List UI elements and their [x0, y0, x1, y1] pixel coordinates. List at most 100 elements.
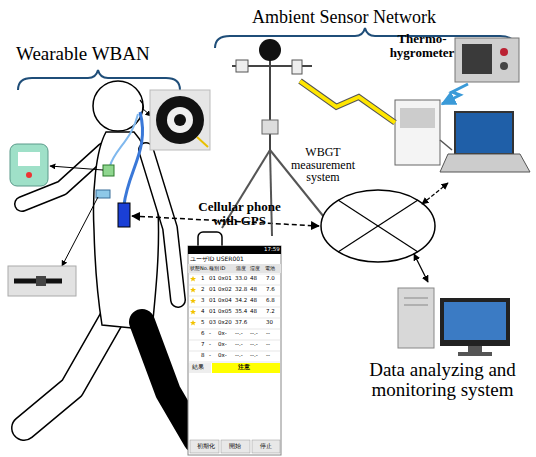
table-cell: 30	[266, 320, 273, 326]
table-cell: 03	[209, 320, 216, 326]
table-header: 種別	[209, 266, 219, 271]
node-heading: WBGT measurement system	[283, 146, 363, 184]
ear-sensor-ring	[167, 107, 193, 133]
table-cell: 0x05	[218, 309, 232, 315]
monitor-screen	[444, 302, 506, 340]
grid-line	[188, 351, 281, 352]
table-cell: 37.6	[235, 320, 247, 326]
node-heading: Data analyzing and monitoring system	[345, 360, 536, 400]
table-cell: 6.8	[266, 298, 275, 304]
table-cell: 5	[201, 320, 205, 326]
receiver-cable	[440, 140, 452, 150]
table-cell: 34.2	[235, 298, 247, 304]
hub-box	[118, 203, 130, 227]
table-cell: --	[266, 342, 270, 348]
button-label: 停止	[260, 444, 272, 450]
green-device-led	[26, 172, 32, 178]
curly-bracket	[18, 70, 180, 90]
network-cross	[338, 200, 418, 252]
node-heading: Cellular phone with GPS	[192, 200, 287, 227]
table-cell: -	[209, 331, 211, 337]
table-cell: 4	[201, 309, 205, 315]
grid-line	[188, 329, 281, 330]
tripod-pole	[269, 58, 271, 150]
table-cell: 01	[209, 287, 216, 293]
result-cell	[189, 363, 211, 373]
leg-outline	[24, 318, 112, 428]
ear-sensor-photo	[150, 90, 210, 150]
table-cell: --	[266, 331, 270, 337]
table-cell: 2	[201, 287, 205, 293]
table-cell: -	[209, 342, 211, 348]
wireless-bolt	[442, 84, 468, 104]
table-cell: 0x-	[218, 331, 227, 337]
result-value: 注意	[238, 365, 250, 371]
green-device-display	[18, 152, 40, 166]
table-cell: 0x20	[218, 320, 232, 326]
table-cell: 35.4	[235, 309, 247, 315]
monitor	[440, 298, 510, 346]
table-cell: 32.8	[235, 287, 247, 293]
status-bar	[188, 246, 281, 254]
status-star	[190, 320, 196, 326]
thermo-receiver: Thermo-hygrometer	[395, 100, 440, 165]
warning-bar	[212, 363, 280, 373]
header-row	[188, 264, 281, 273]
ear-sensor-wire	[197, 137, 208, 147]
table-cell: 7.2	[266, 309, 275, 315]
status-star	[190, 276, 196, 282]
table-cell: --.-	[250, 342, 258, 348]
status-star	[190, 309, 196, 315]
server-slot	[404, 305, 428, 306]
table-header: ID	[220, 266, 225, 271]
table-cell: 01	[209, 309, 216, 315]
table-cell: --.-	[250, 353, 258, 359]
table-header: 状態	[190, 266, 200, 271]
section-heading: Wearable WBAN	[16, 44, 150, 63]
thermo-circuit	[462, 44, 492, 74]
network-cloud	[321, 190, 435, 262]
grid-line	[188, 362, 281, 363]
table-cell: 48	[250, 298, 257, 304]
table-cell: -	[209, 353, 211, 359]
table-cell: 0x02	[218, 287, 232, 293]
black-globe	[259, 39, 281, 61]
connector-outline	[300, 81, 395, 123]
ear-sensor-core	[174, 114, 186, 126]
table-cell: 7.0	[266, 276, 275, 282]
server-slot	[404, 298, 428, 299]
grid-line	[188, 285, 281, 286]
wireless-bolt	[300, 81, 395, 123]
table-cell: 48	[250, 287, 257, 293]
status-star	[190, 298, 196, 304]
table-cell: --.-	[235, 342, 243, 348]
table-cell: --	[266, 353, 270, 359]
network-link	[422, 183, 448, 204]
thermo-part	[500, 62, 508, 70]
thermo-photo	[455, 38, 519, 82]
ear-sensor	[156, 96, 204, 144]
wbgt-station: WBGT measurement system	[245, 38, 300, 100]
monitoring-system: Data analyzing and monitoring system	[395, 285, 510, 355]
table-cell: 48	[250, 309, 257, 315]
logger-box	[262, 120, 278, 134]
table-cell: 0x-	[218, 353, 227, 359]
table-cell: --.-	[250, 331, 258, 337]
monitor-foot	[458, 352, 492, 356]
grid-line	[188, 318, 281, 319]
stick-device-photo	[8, 266, 76, 296]
server	[398, 288, 434, 348]
sensor-shield	[292, 60, 302, 74]
receiver-box	[395, 100, 440, 165]
sensor-tag	[96, 190, 110, 198]
monitor-stand	[468, 346, 482, 352]
table-cell: 7	[201, 342, 205, 348]
leg	[24, 318, 112, 428]
status-time: 17:59	[264, 247, 280, 253]
table-cell: 8	[201, 353, 205, 359]
user-id: ユーザID USER001	[190, 256, 244, 262]
table-cell: 48	[250, 276, 257, 282]
table-cell: 7.6	[266, 287, 275, 293]
table-cell: --.-	[235, 353, 243, 359]
table-header: 温度	[236, 266, 246, 271]
